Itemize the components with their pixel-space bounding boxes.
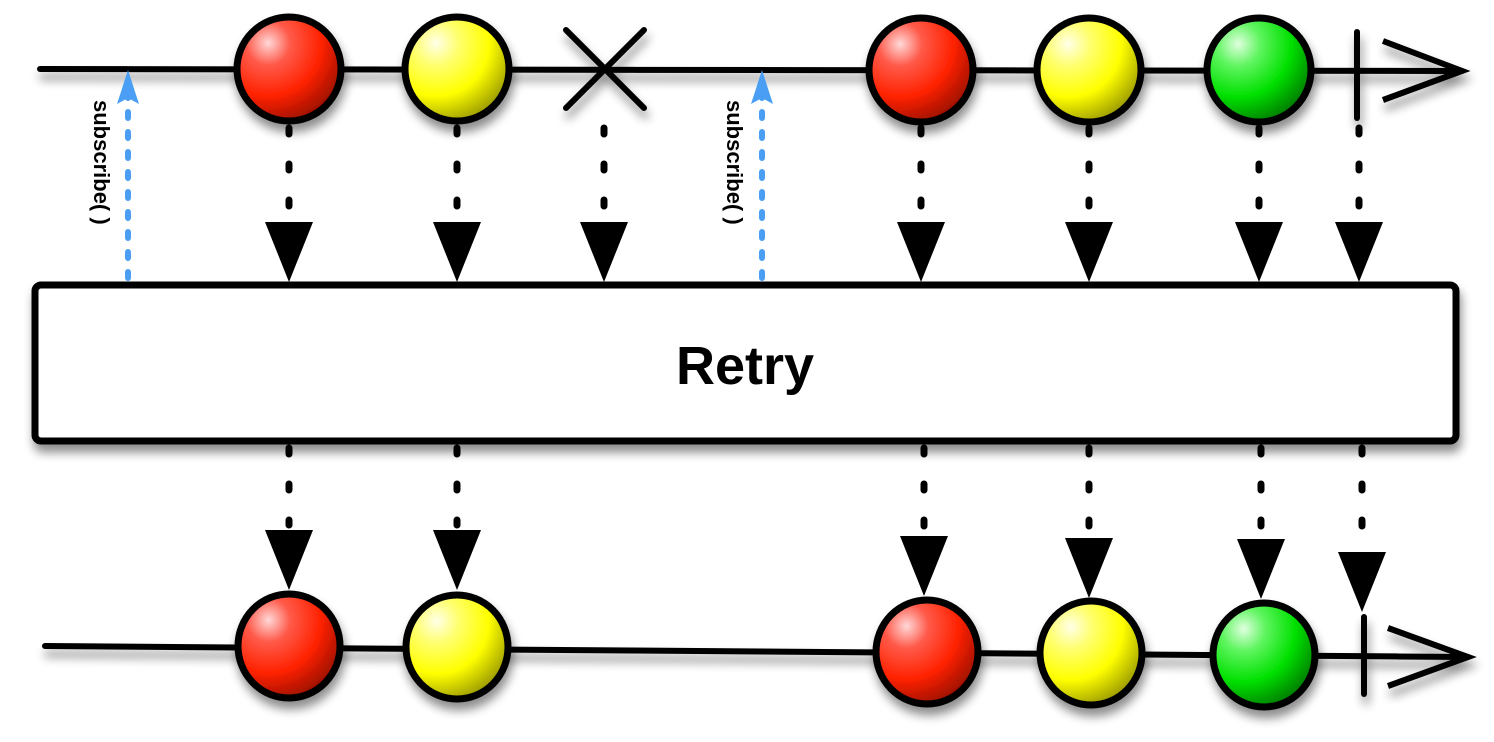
input-marble-green-1 [1203,14,1315,126]
operator-label: Retry [676,336,814,396]
output-emission-arrow [1338,444,1386,612]
arrowhead-down-icon [265,530,313,590]
input-emission-arrow [1065,124,1113,282]
arrowhead-down-icon [433,530,481,590]
arrowhead-down-icon [580,222,628,282]
output-marble-red-1 [234,590,344,702]
arrowhead-down-icon [1335,222,1383,282]
input-emission-arrow [1335,124,1383,282]
output-emission-arrow [1237,444,1285,599]
input-emission-arrow [433,124,481,282]
input-timeline-arrowhead [1381,38,1471,103]
operator-to-output-arrows [265,444,1386,612]
output-emission-arrow [900,444,948,596]
retry-operator-box [31,281,1460,445]
output-marble-yellow-1 [402,591,512,703]
input-emission-arrow [265,124,313,282]
subscribe-arrow-1 [117,70,139,281]
subscribe-arrowhead-icon [117,70,139,104]
input-marble-red-2 [865,14,977,126]
subscribe-arrowhead-icon [751,70,773,104]
output-emission-arrow [265,444,313,590]
arrowhead-down-icon [1065,222,1113,282]
input-to-operator-arrows [265,124,1383,282]
arrowhead-down-icon [900,536,948,596]
output-marble-red-2 [872,596,982,708]
arrowhead-down-icon [897,222,945,282]
output-marble-yellow-2 [1036,597,1146,709]
input-emission-arrow [1235,124,1283,282]
output-emission-arrow [1065,444,1113,598]
input-marble-yellow-2 [1033,14,1145,126]
arrowhead-down-icon [1338,552,1386,612]
subscribe-label-1: subscribe( ) [89,100,114,225]
subscribe-label-2: subscribe( ) [722,100,747,225]
arrowhead-down-icon [1235,222,1283,282]
subscribe-arrow-2 [751,70,773,281]
arrowhead-down-icon [1237,539,1285,599]
input-emission-arrow [580,124,628,282]
input-emission-arrow [897,124,945,282]
arrowhead-down-icon [265,222,313,282]
input-error-marker [563,27,647,111]
input-marble-yellow-1 [401,13,513,125]
output-marble-green-1 [1209,599,1319,711]
arrowhead-down-icon [433,222,481,282]
input-marble-red-1 [233,13,345,125]
output-emission-arrow [433,444,481,590]
arrowhead-down-icon [1065,538,1113,598]
output-timeline-arrowhead [1386,625,1477,689]
